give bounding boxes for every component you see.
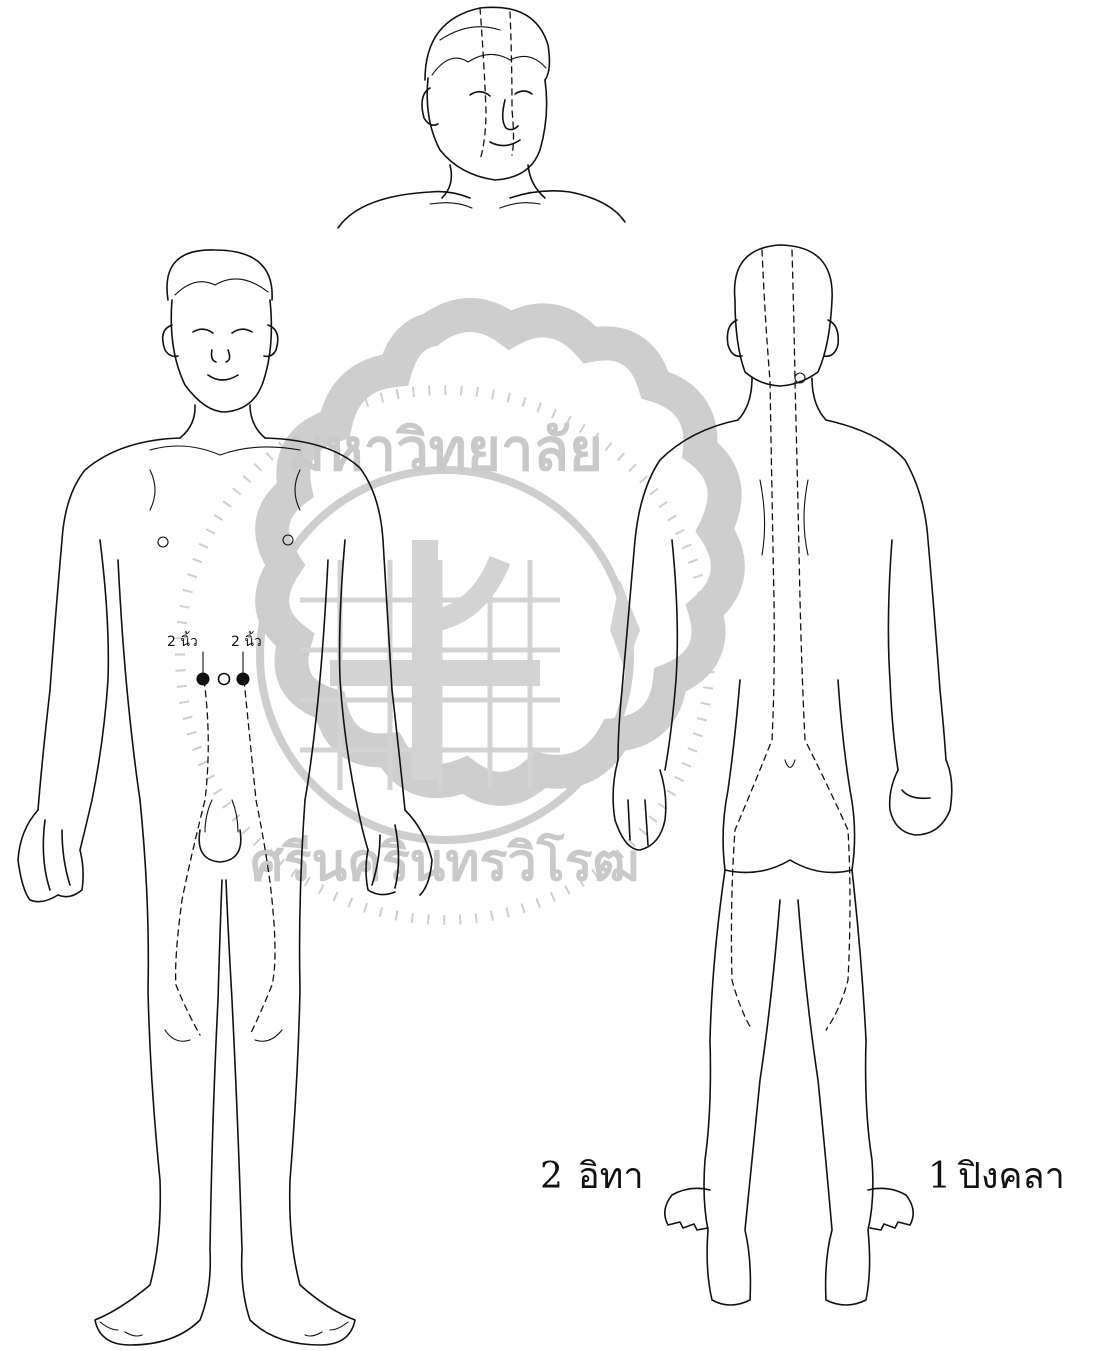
label-channel-2-name: อิทา: [578, 1156, 644, 1197]
front-acupoints: 2 นิ้ว 2 นิ้ว: [167, 631, 262, 685]
label-right-two-inches: 2 นิ้ว: [231, 631, 262, 650]
label-channel-1-name: ปิงคลา: [957, 1156, 1064, 1197]
acupoint-center-open: [219, 674, 230, 685]
acupoint-right-filled: [237, 673, 249, 685]
front-body-figure: [18, 250, 432, 1345]
head-three-quarter-view: [338, 7, 625, 228]
watermark-seal: มหาวิทยาลัย ศรีนครินทรวิโรฒ: [180, 315, 728, 920]
label-channel-2-number: 2: [540, 1156, 563, 1197]
watermark-text-bottom: ศรีนครินทรวิโรฒ: [251, 831, 640, 893]
channel-labels: 2 อิทา 1 ปิงคลา: [540, 1156, 1065, 1197]
watermark-text-top: มหาวิทยาลัย: [287, 416, 603, 484]
label-left-two-inches: 2 นิ้ว: [167, 631, 198, 650]
label-channel-1-number: 1: [928, 1156, 951, 1197]
acupoint-left-filled: [197, 673, 209, 685]
